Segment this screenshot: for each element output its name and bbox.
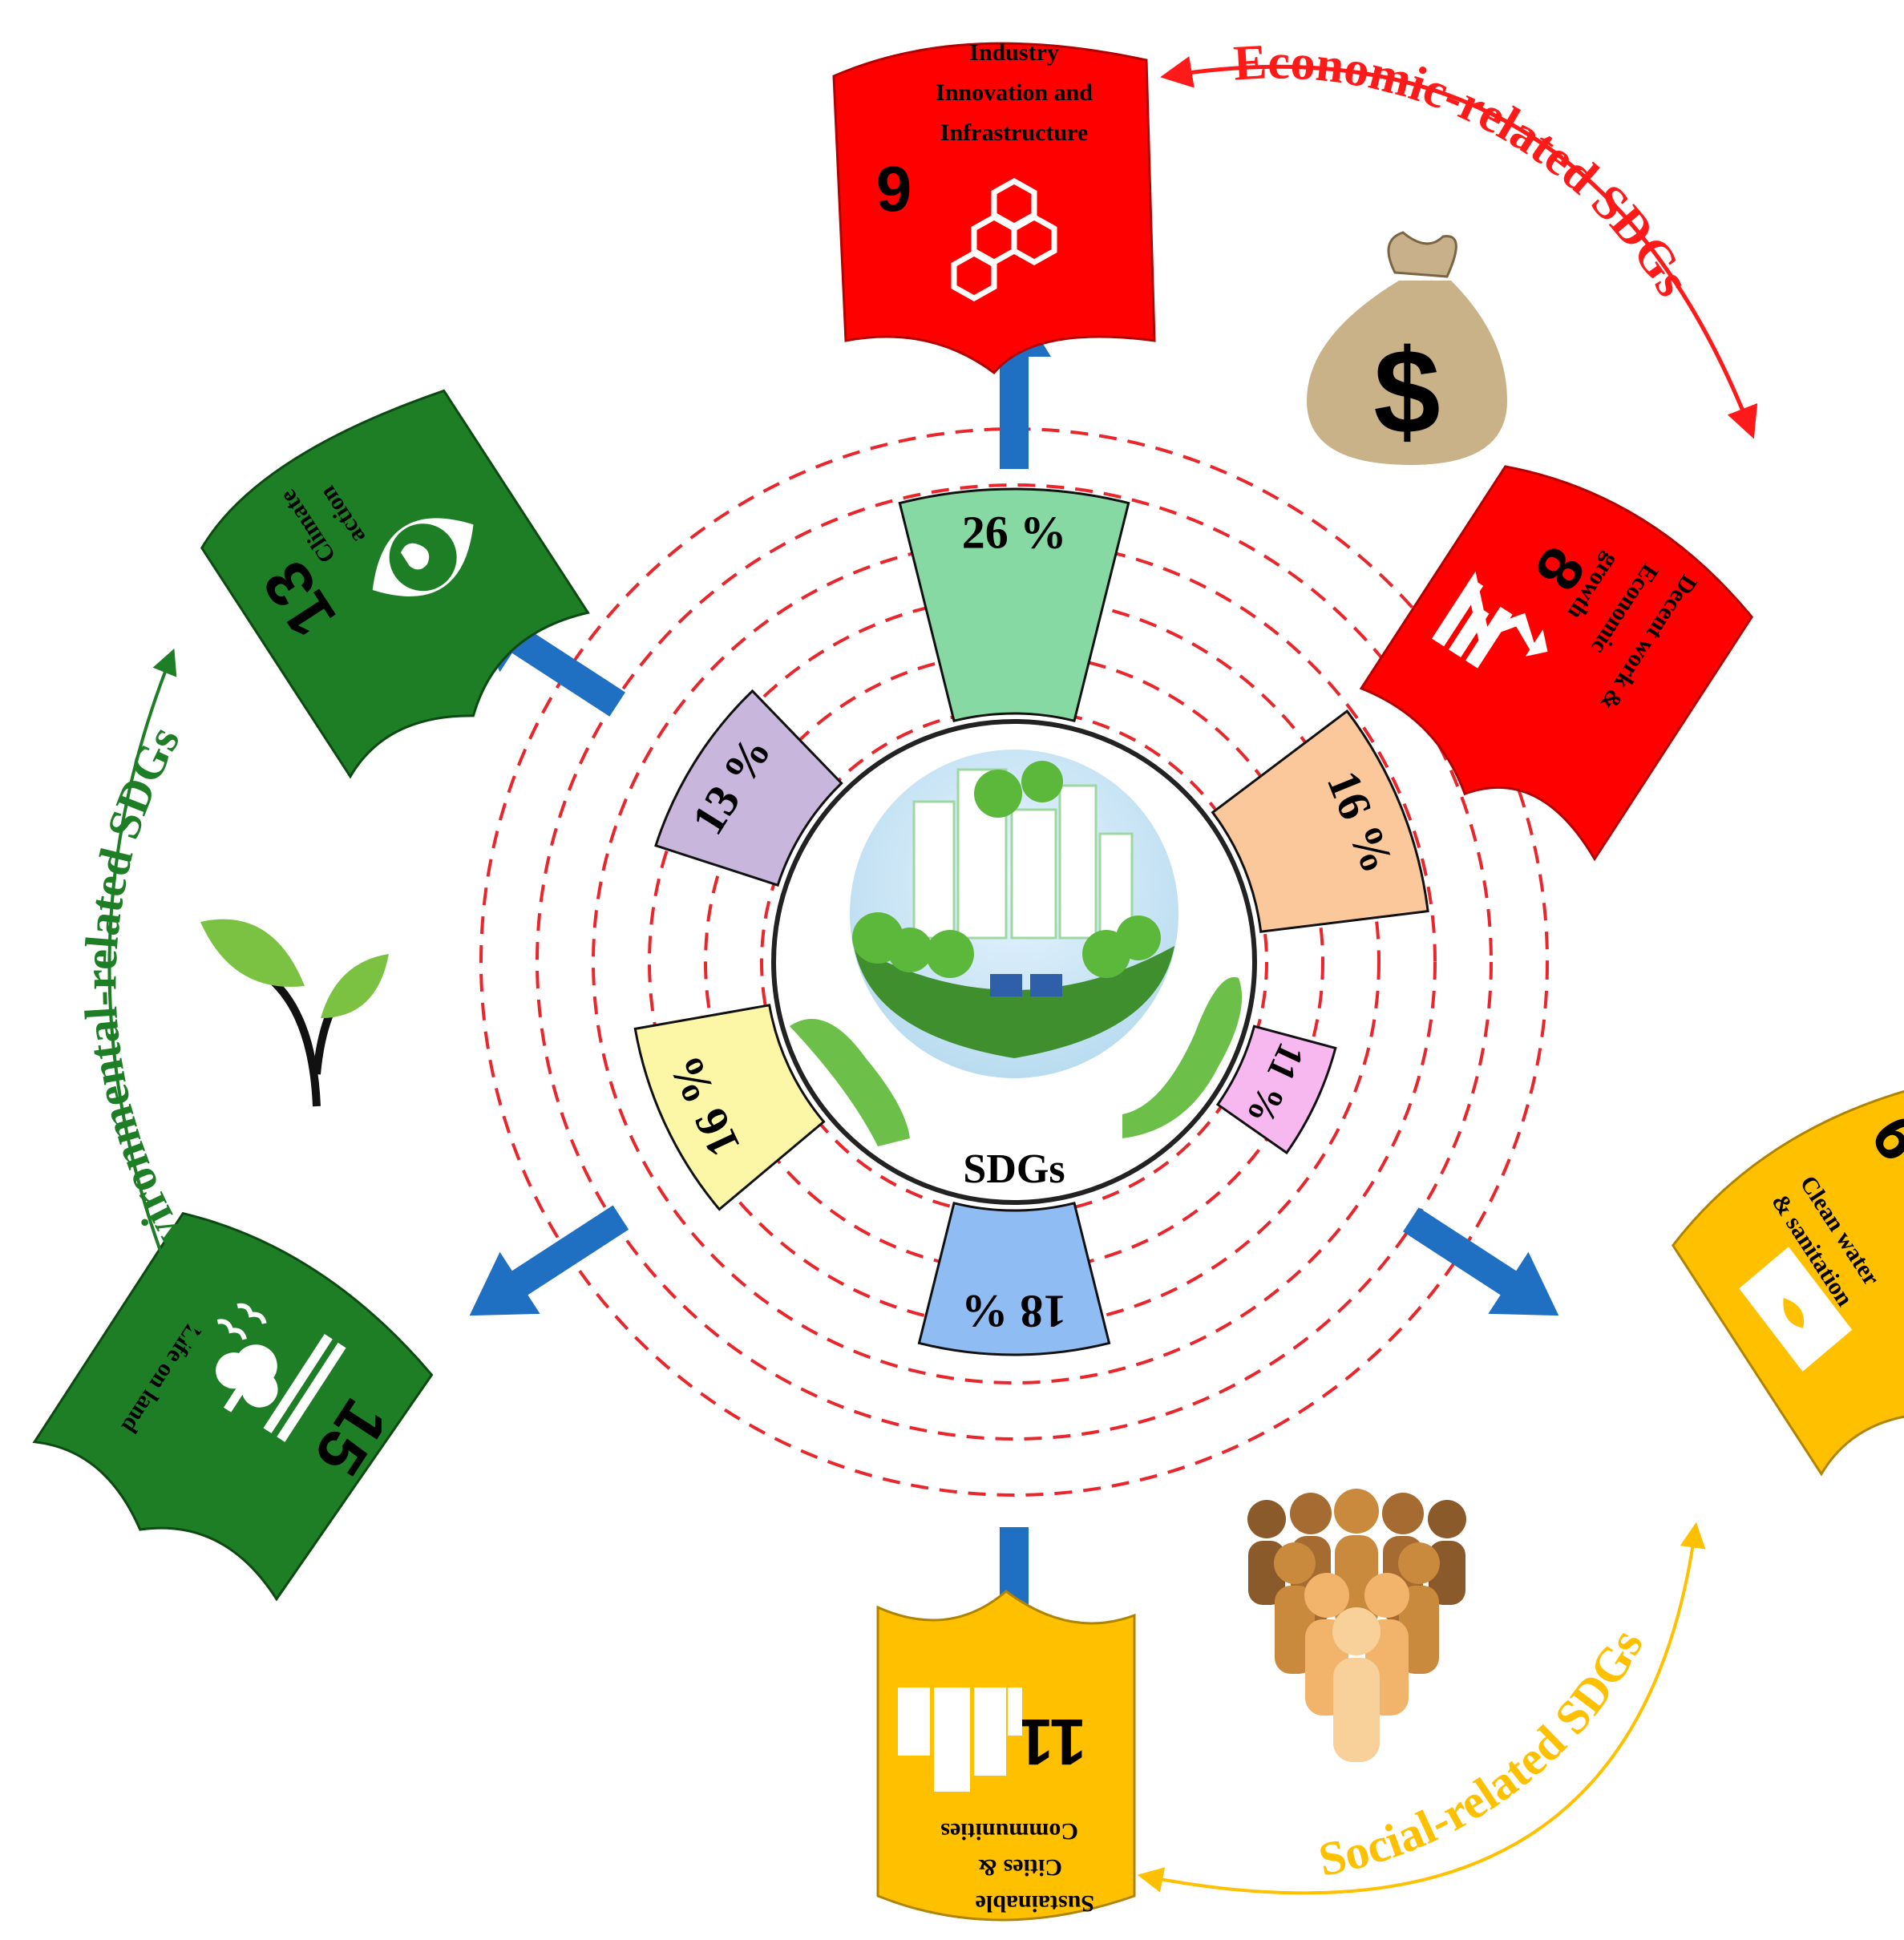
wedge-9: [898, 487, 1130, 723]
goal-9-line1: Industry: [969, 39, 1059, 66]
wedge-15: [633, 1004, 826, 1211]
goal-11-line3: Communities: [940, 1818, 1078, 1845]
svg-text:$: $: [1373, 324, 1440, 459]
tree-birds-icon: [216, 1303, 346, 1442]
people-group-icon: [1247, 1489, 1466, 1762]
goal-6-card: 6 Clean water & sanitation: [1671, 1086, 1904, 1477]
goal-9-line2: Innovation and: [936, 79, 1093, 106]
goal-11-line1: Sustainable: [976, 1890, 1094, 1917]
goal-11-number: 11: [1017, 1705, 1086, 1778]
center-label: SDGs: [963, 1146, 1065, 1192]
wedge-11-value: 18 %: [962, 1286, 1067, 1338]
goal-11-card: Sustainable Cities & Communities 11: [876, 1590, 1136, 1922]
environmental-group: Environmental-related SDGs: [74, 649, 224, 1360]
growth-chart-icon: [1432, 571, 1548, 669]
wedge-8: [1211, 709, 1429, 933]
blue-arrow-5: [469, 1205, 629, 1316]
percentage-wedges: 26 %16 %11 %18 %16 %13 %: [633, 487, 1429, 1356]
sprout-icon: [200, 919, 389, 1107]
goal-9-card: Industry Innovation and Infrastructure 9: [832, 39, 1156, 375]
goal-11-line2: Cities &: [977, 1854, 1062, 1881]
city-buildings-icon: [898, 1687, 1022, 1792]
goal-13-card: 13 Climate action: [200, 389, 590, 779]
economic-group-label: Economic-related SDGs: [1232, 34, 1701, 305]
wedge-6: [1215, 1025, 1337, 1155]
wedge-11: [917, 1201, 1111, 1356]
blue-arrow-3: [1403, 1207, 1559, 1316]
goal-9-line3: Infrastructure: [940, 119, 1088, 146]
money-bag-icon: $: [1307, 231, 1507, 465]
green-city-icon: SDGs: [771, 719, 1257, 1205]
wedge-9-value: 26 %: [962, 506, 1067, 558]
cubes-icon: [951, 177, 1057, 302]
goal-15-card: 15 Life on land: [32, 1211, 434, 1602]
goal-8-card: Decent work & Economic growth 8: [1359, 465, 1753, 862]
wedge-13: [654, 689, 843, 887]
water-glass-icon: [1739, 1247, 1853, 1372]
eye-globe-icon: [372, 518, 474, 596]
goal-9-number: 9: [876, 153, 912, 224]
